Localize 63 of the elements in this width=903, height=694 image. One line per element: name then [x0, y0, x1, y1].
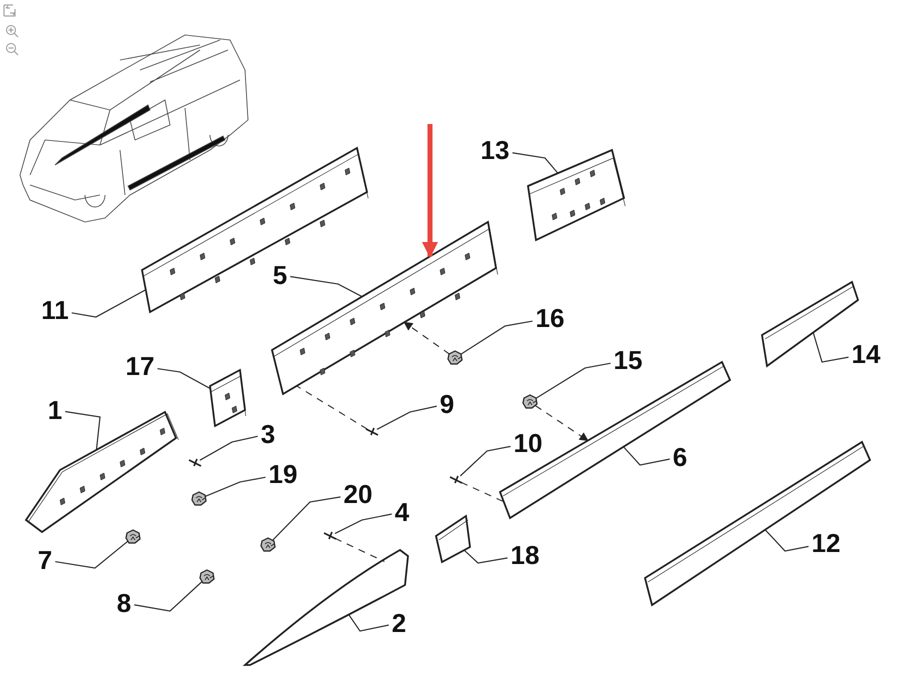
assembly-line — [296, 385, 368, 430]
trim-panel — [270, 220, 498, 396]
callout-number: 6 — [672, 444, 688, 470]
assembly-line — [404, 322, 450, 355]
push-clip — [447, 350, 463, 365]
leader-line — [764, 529, 809, 552]
push-clip — [191, 491, 207, 506]
callout-number: 10 — [514, 430, 542, 456]
leader-line — [55, 540, 128, 569]
callout-number: 9 — [440, 391, 454, 417]
leader-line — [157, 368, 211, 390]
callout-number: 14 — [852, 341, 880, 367]
trim-panel — [141, 146, 368, 314]
assembly-line — [334, 538, 385, 562]
callout-number: 4 — [394, 499, 410, 525]
leader-line — [460, 446, 511, 476]
moulding-strip — [644, 440, 872, 606]
push-clip — [522, 394, 538, 409]
moulding-strip — [244, 549, 409, 666]
callout-number: 7 — [38, 547, 52, 573]
leader-line — [204, 476, 266, 498]
leader-line — [290, 276, 362, 298]
leader-line — [376, 406, 437, 430]
callout-number: 19 — [268, 461, 298, 487]
trim-panel — [209, 368, 246, 428]
leader-line — [272, 496, 341, 540]
leader-line — [535, 362, 611, 400]
pointer-arrow — [422, 124, 438, 258]
leader-line — [134, 581, 202, 612]
push-clip — [260, 537, 276, 552]
trim-piece — [434, 514, 471, 564]
leader-line — [348, 614, 389, 632]
assembly-line — [534, 405, 589, 442]
leader-line — [623, 446, 670, 466]
screw — [188, 458, 202, 467]
leader-line — [72, 289, 146, 318]
leader-line — [460, 320, 533, 355]
callout-number: 16 — [536, 305, 564, 331]
push-clip — [125, 529, 141, 544]
leader-line — [200, 436, 258, 461]
screw — [365, 427, 379, 436]
callout-number: 13 — [480, 137, 510, 163]
leader-line — [334, 514, 392, 534]
callout-number: 8 — [116, 590, 132, 616]
callout-number: 3 — [260, 421, 276, 447]
callout-number: 17 — [126, 353, 154, 379]
callout-number: 18 — [510, 542, 540, 568]
trim-panel — [527, 148, 626, 242]
leader-line — [512, 152, 558, 174]
callout-number: 11 — [41, 297, 69, 323]
push-clip — [199, 569, 215, 584]
callout-number: 12 — [812, 530, 840, 556]
callout-number: 2 — [392, 610, 406, 636]
screw — [323, 531, 337, 540]
assembly-line — [460, 482, 504, 502]
callout-number: 20 — [344, 481, 372, 507]
callout-number: 1 — [48, 397, 62, 423]
screw — [449, 475, 463, 484]
callout-number: 15 — [614, 347, 642, 373]
leader-line — [464, 550, 508, 564]
leader-line — [812, 332, 849, 363]
leader-line — [65, 411, 101, 450]
callout-number: 5 — [272, 262, 288, 288]
